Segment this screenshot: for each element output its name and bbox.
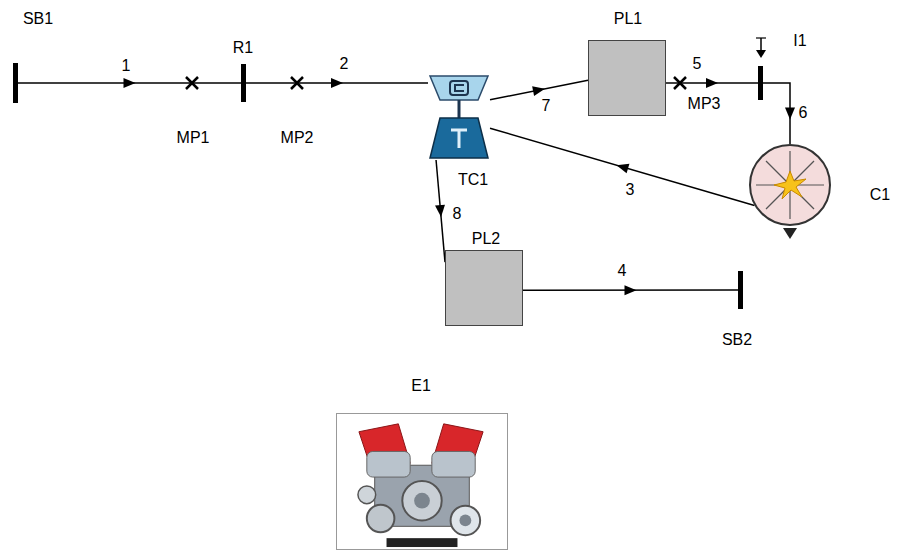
node-label: PL2: [472, 230, 500, 248]
arrow-head: [615, 160, 629, 173]
node-label: SB1: [23, 10, 53, 28]
cylinder-symbol: C1: [748, 143, 832, 227]
measure-point-label: MP3: [686, 95, 723, 113]
node-label: PL1: [614, 10, 642, 28]
node-label: I1: [793, 32, 806, 50]
system-boundary: SB2: [738, 271, 743, 309]
callout-number: 5: [691, 55, 704, 73]
plenum-box: PL1: [588, 40, 666, 116]
callout-number: 8: [451, 205, 464, 223]
arrow-head: [706, 78, 718, 88]
node-label: SB2: [722, 331, 752, 349]
callout-number: 1: [120, 57, 133, 75]
callout-number: 2: [338, 55, 351, 73]
cylinder-port-marker: [783, 228, 797, 239]
node-label: C1: [870, 186, 890, 204]
turbocharger-symbol: TC1: [428, 74, 490, 160]
connector-line: [490, 128, 754, 205]
arrow-head: [624, 285, 636, 295]
injector-arrow: [756, 38, 766, 58]
arrow-head: [435, 205, 446, 218]
tc-outline: [428, 74, 490, 160]
connector-line: [763, 83, 790, 144]
injector-symbol: I1: [758, 66, 763, 100]
plenum-box: PL2: [445, 250, 523, 326]
restriction-orifice: R1: [241, 64, 246, 102]
measure-point-label: MP1: [175, 129, 212, 147]
arrow-head: [785, 108, 795, 120]
flow-connector: [18, 78, 241, 88]
flow-connector: [246, 78, 428, 88]
engine-outline: [337, 414, 507, 549]
measure-point-label: MP2: [279, 129, 316, 147]
flow-connector: [666, 78, 758, 88]
arrow-head: [532, 84, 546, 96]
node-label: R1: [233, 39, 253, 57]
circle-outline: [748, 143, 832, 227]
flow-connector: [763, 83, 795, 144]
flow-connector: [523, 285, 738, 295]
arrow-head: [124, 78, 136, 88]
callout-number: 7: [540, 97, 553, 115]
node-label: TC1: [458, 171, 488, 189]
node-label: E1: [411, 377, 431, 395]
callout-number: 4: [616, 262, 629, 280]
flow-connector: [435, 160, 446, 262]
arrow-head: [331, 78, 343, 88]
engine-block: E1: [336, 413, 508, 550]
callout-number: 6: [797, 104, 810, 122]
system-boundary: SB1: [13, 63, 18, 103]
callout-number: 3: [624, 181, 637, 199]
flow-connector: [490, 128, 754, 205]
